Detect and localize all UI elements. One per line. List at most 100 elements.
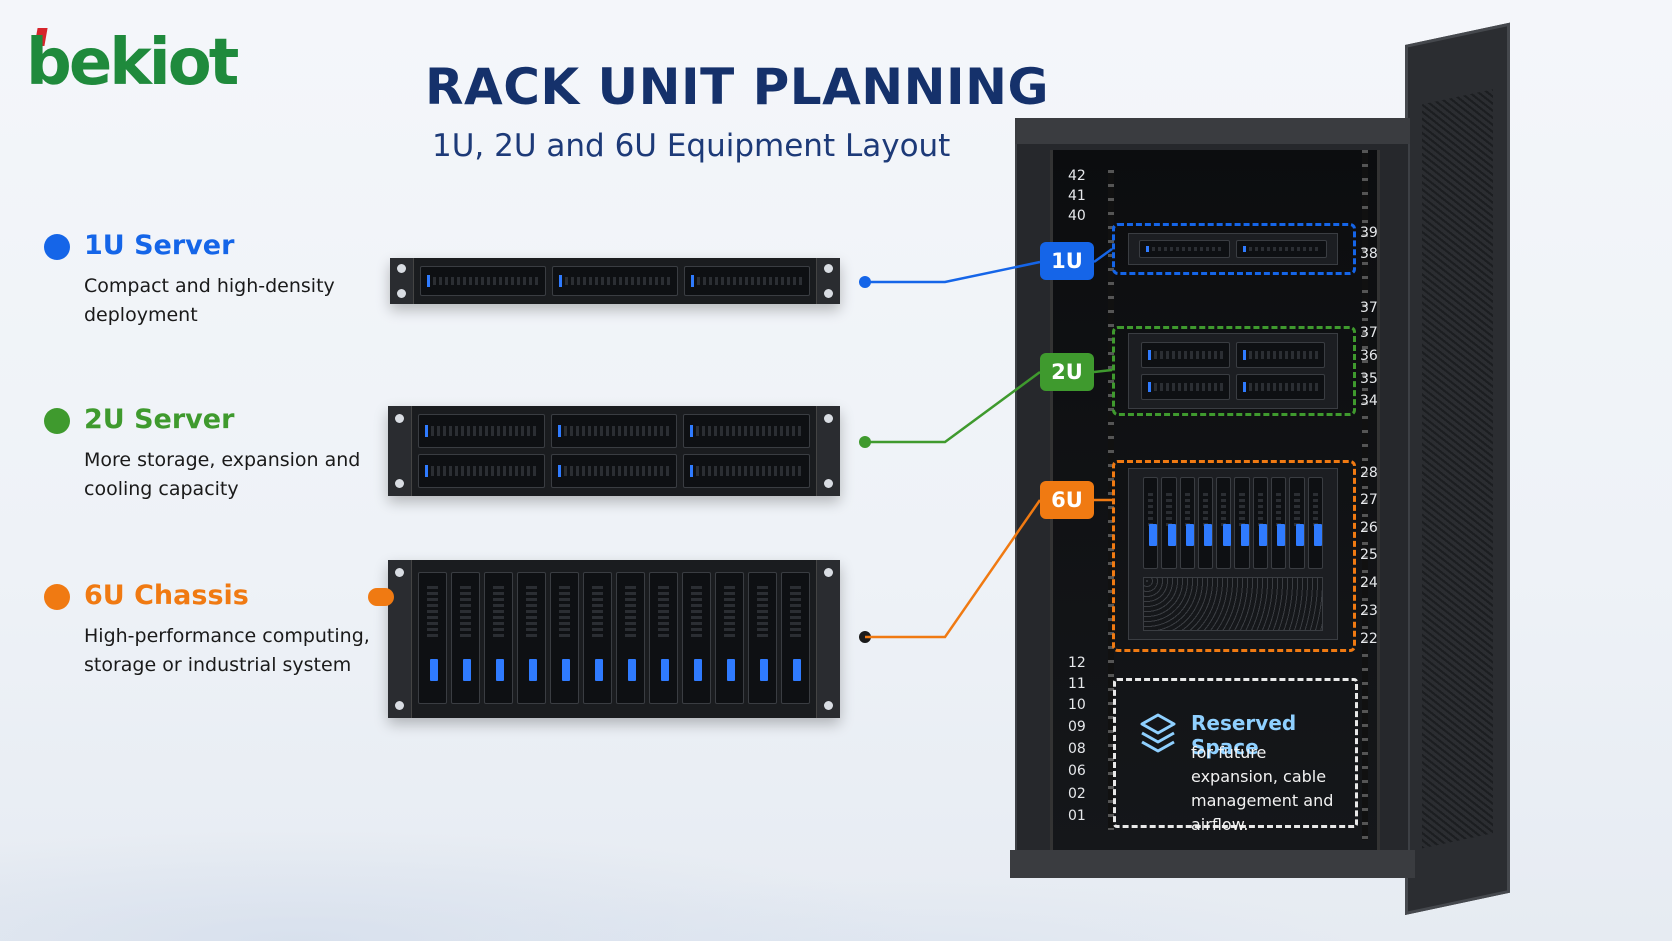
legend-title-6u: 6U Chassis <box>84 580 249 611</box>
drive-bay <box>1252 477 1269 569</box>
unit-number: 27 <box>1360 492 1378 508</box>
page-title: RACK UNIT PLANNING <box>425 58 1049 116</box>
drive-bay <box>683 414 811 448</box>
drive-bay <box>552 266 678 296</box>
legend-desc-1u: Compact and high-density deployment <box>84 275 335 326</box>
legend-dot-2u <box>44 408 70 434</box>
drive-bay <box>418 572 447 704</box>
unit-number: 41 <box>1068 188 1086 204</box>
rack-ear-right <box>816 560 840 718</box>
drive-bays-vertical <box>1143 477 1323 569</box>
tag-1u: 1U <box>1040 242 1094 280</box>
rack-base <box>1010 850 1415 878</box>
mount-hole <box>824 264 833 273</box>
drive-bays <box>420 266 810 296</box>
tag-2u: 2U <box>1040 353 1094 391</box>
legend-dot-1u <box>44 234 70 260</box>
mount-hole <box>824 701 833 710</box>
drive-bay <box>1216 477 1232 569</box>
server-2u-image <box>388 406 840 496</box>
rack-ear-left <box>388 560 412 718</box>
drive-bay <box>683 454 811 488</box>
drive-bay <box>1289 477 1305 569</box>
unit-number: 12 <box>1068 655 1086 671</box>
rack-ear-right <box>816 406 840 496</box>
rack-server-1u <box>1128 233 1338 265</box>
unit-number: 42 <box>1068 168 1086 184</box>
drive-bay <box>418 454 545 488</box>
drive-bay <box>1236 374 1325 400</box>
drive-bay <box>1197 477 1214 569</box>
layers-icon <box>1140 713 1176 753</box>
drive-bay <box>583 572 612 704</box>
brand-logo: bekiot <box>26 28 256 98</box>
unit-number: 36 <box>1360 348 1378 364</box>
drive-bay <box>517 572 546 704</box>
unit-number: 10 <box>1068 697 1086 713</box>
rack-ear-left <box>388 406 412 496</box>
unit-number: 08 <box>1068 741 1086 757</box>
drive-bay <box>1161 477 1177 569</box>
unit-number: 25 <box>1360 547 1378 563</box>
rack-ear-left <box>390 258 414 304</box>
unit-number: 11 <box>1068 676 1086 692</box>
drive-bay <box>715 572 744 704</box>
unit-number: 40 <box>1068 208 1086 224</box>
unit-number: 23 <box>1360 603 1378 619</box>
highlight-6u <box>1112 460 1356 652</box>
drive-bay <box>1307 477 1323 569</box>
drive-bays-bottom <box>1141 374 1325 400</box>
legend-desc-6u: High-performance computing, storage or i… <box>84 625 370 676</box>
drive-bays-vertical <box>418 572 810 704</box>
drive-bay <box>649 572 678 704</box>
mount-hole <box>397 289 406 298</box>
drive-bay <box>1236 342 1325 368</box>
drive-bay <box>550 572 579 704</box>
mount-hole <box>395 414 404 423</box>
tag-6u: 6U <box>1040 481 1094 519</box>
mount-hole <box>824 414 833 423</box>
drive-bay <box>550 414 678 448</box>
drive-bays-top <box>1141 342 1325 368</box>
mount-hole <box>395 701 404 710</box>
mount-hole <box>824 568 833 577</box>
legend-desc-2u: More storage, expansion and cooling capa… <box>84 449 361 500</box>
drive-bay <box>1143 477 1159 569</box>
unit-number: 38 <box>1360 246 1378 262</box>
unit-number: 06 <box>1068 763 1086 779</box>
drive-bay <box>1141 374 1230 400</box>
drive-bay <box>550 454 678 488</box>
door-mesh <box>1422 89 1493 849</box>
reserved-space-box: Reserved Space for future expansion, cab… <box>1113 678 1358 834</box>
drive-bay <box>420 266 546 296</box>
unit-number: 09 <box>1068 719 1086 735</box>
drive-bay <box>1139 240 1230 258</box>
drive-bay <box>616 572 645 704</box>
vent-grille <box>1143 577 1323 631</box>
legend-title-2u: 2U Server <box>84 404 235 435</box>
drive-bays-bottom <box>418 454 811 488</box>
legend-dot-6u <box>44 584 70 610</box>
unit-number: 35 <box>1360 371 1378 387</box>
mount-hole <box>395 479 404 488</box>
legend-title-1u: 1U Server <box>84 230 235 261</box>
drive-bay <box>484 572 513 704</box>
reserved-space-title: Reserved Space <box>1191 711 1297 759</box>
unit-number: 02 <box>1068 786 1086 802</box>
drive-bay <box>1271 477 1287 569</box>
rack-door[interactable] <box>1405 22 1510 915</box>
drive-bay <box>1179 477 1195 569</box>
drive-bay <box>781 572 810 704</box>
logo-text: bekiot <box>26 26 239 100</box>
rack-ear-right <box>816 258 840 304</box>
server-1u-image <box>390 258 840 304</box>
highlight-2u <box>1112 326 1356 416</box>
unit-number: 01 <box>1068 808 1086 824</box>
orange-pill-marker <box>368 588 394 606</box>
mount-hole <box>824 479 833 488</box>
server-6u-image <box>388 560 840 718</box>
unit-number: 34 <box>1360 393 1378 409</box>
rack-server-2u <box>1128 333 1338 409</box>
unit-number: 28 <box>1360 465 1378 481</box>
drive-bays <box>1139 240 1327 258</box>
